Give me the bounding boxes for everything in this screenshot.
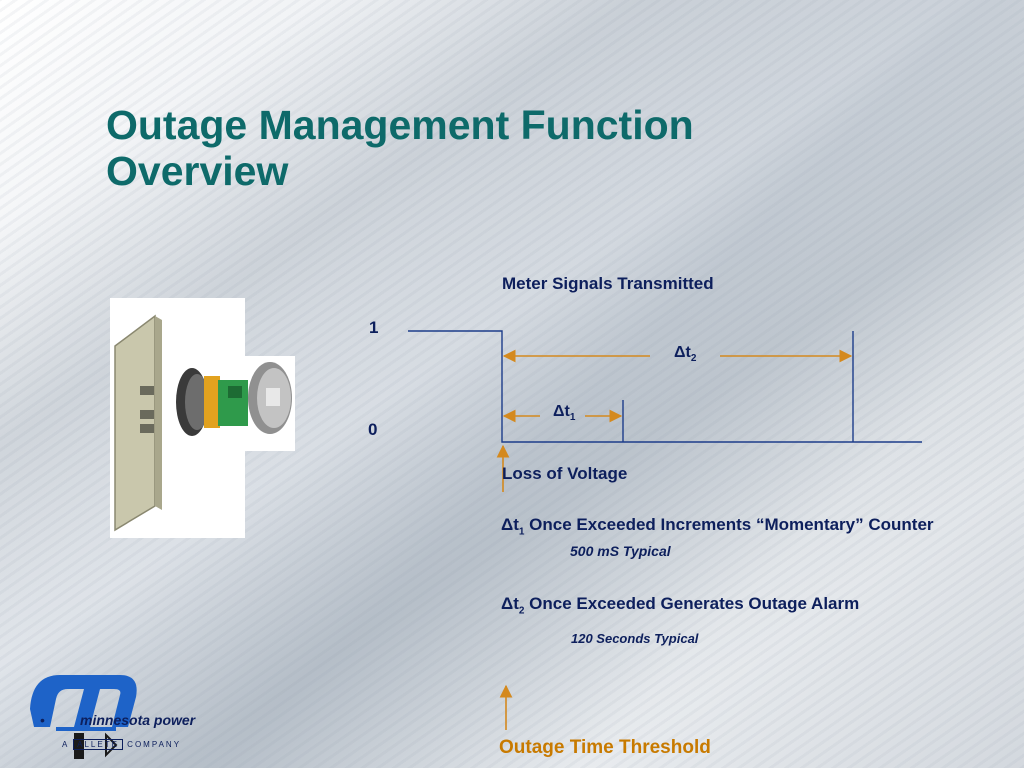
electric-meter-illustration [110, 298, 295, 538]
t1-description-subscript: 1 [518, 526, 525, 538]
logo-tagline-prefix: A [62, 740, 69, 749]
t1-description-text: Once Exceeded Increments “Momentary” Cou… [524, 515, 934, 534]
outage-time-threshold-label: Outage Time Threshold [499, 737, 711, 758]
slide-title-line-1: Outage Management Function [106, 102, 694, 148]
delta-t2-label: Δt2 [674, 344, 696, 364]
logo-tagline-suffix: COMPANY [127, 740, 182, 749]
logo-tagline: A ALLETE COMPANY [62, 739, 182, 750]
level-low-label: 0 [368, 420, 378, 439]
logo-bullet: • [40, 712, 45, 728]
t2-typical-value: 120 Seconds Typical [571, 631, 699, 646]
slide-title: Outage Management Function Overview [106, 102, 806, 194]
t1-description: Δt1 Once Exceeded Increments “Momentary”… [501, 515, 934, 537]
delta-t1-label: Δt1 [553, 403, 575, 423]
t2-description-subscript: 2 [518, 605, 525, 617]
delta-t2-subscript: 2 [690, 353, 697, 365]
t2-description-text: Once Exceeded Generates Outage Alarm [524, 594, 860, 613]
delta-t2-symbol: Δt [674, 344, 691, 361]
loss-of-voltage-label: Loss of Voltage [502, 464, 628, 483]
t2-description: Δt2 Once Exceeded Generates Outage Alarm [501, 594, 859, 616]
t1-typical-value: 500 mS Typical [570, 543, 671, 559]
logo-brand-text: minnesota power [80, 712, 196, 728]
logo-tagline-name: ALLETE [73, 739, 123, 750]
delta-t1-subscript: 1 [569, 412, 576, 424]
t1-description-symbol: Δt [501, 515, 519, 534]
diagram-heading: Meter Signals Transmitted [502, 274, 714, 293]
t2-description-symbol: Δt [501, 594, 519, 613]
signal-waveform [408, 330, 922, 443]
delta-t1-symbol: Δt [553, 403, 570, 420]
minnesota-power-logo [30, 675, 137, 759]
slide-title-line-2: Overview [106, 148, 289, 194]
level-high-label: 1 [369, 318, 379, 337]
